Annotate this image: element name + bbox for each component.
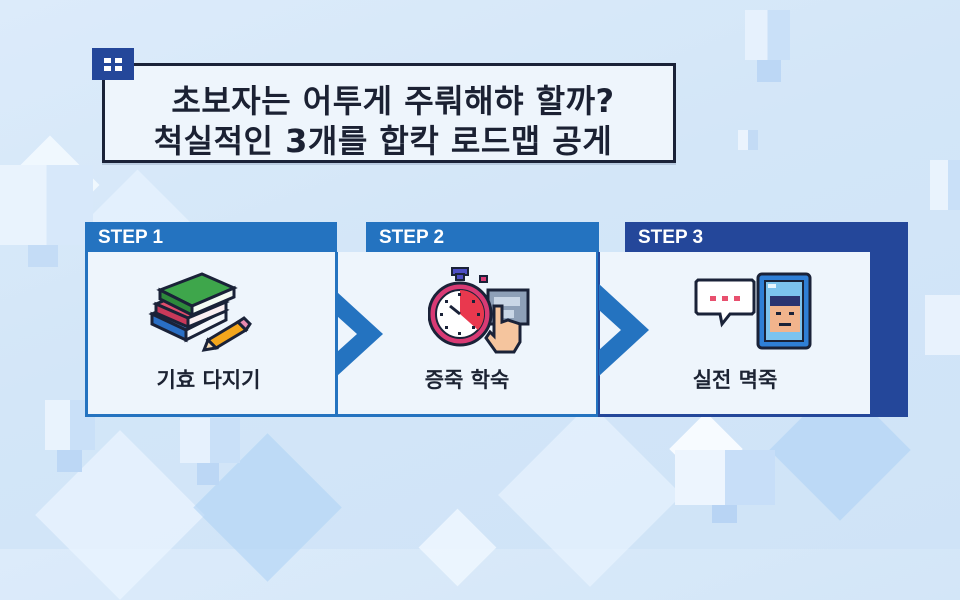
bg-cube (925, 295, 960, 355)
step-2-label: 증죽 학숙 (424, 368, 510, 392)
bg-cube (757, 60, 781, 82)
bg-cube (745, 10, 790, 60)
step-1-label: 기효 다지기 (156, 368, 261, 392)
title-box: 초보자는 어투게 주뤄해햐 할까? 척실적인 3개를 합칵 로드맵 공게 (102, 63, 676, 163)
bg-diamond (418, 508, 497, 587)
books-pencil-icon (148, 272, 252, 352)
step-3-header: STEP 3 (625, 222, 908, 252)
bg-diamond (498, 403, 682, 587)
arrow-step1-to-step2 (337, 292, 383, 376)
bg-cube (180, 418, 240, 463)
bg-cube (738, 130, 758, 150)
title-line-1: 초보자는 어투게 주뤄해햐 할까? (171, 82, 615, 120)
arrow-step2-to-step3 (599, 284, 649, 376)
title-line-2: 척실적인 3개를 합칵 로드맵 공게 (153, 122, 613, 160)
stopwatch-hand-icon (428, 267, 530, 354)
bg-cube (675, 450, 775, 505)
bg-cube (28, 245, 58, 267)
step-2-header: STEP 2 (366, 222, 599, 252)
bg-cube (197, 463, 219, 485)
step-3-body: 실전 멱죽 (598, 252, 908, 417)
bg-cube (0, 165, 93, 245)
bg-cube (712, 505, 737, 523)
title-grid-icon (92, 48, 134, 80)
step-1-header: STEP 1 (85, 222, 337, 252)
bg-cube (57, 450, 82, 472)
step-3-label: 실전 멱죽 (692, 368, 778, 392)
bg-cube (930, 160, 960, 210)
chat-portrait-icon (694, 272, 812, 350)
